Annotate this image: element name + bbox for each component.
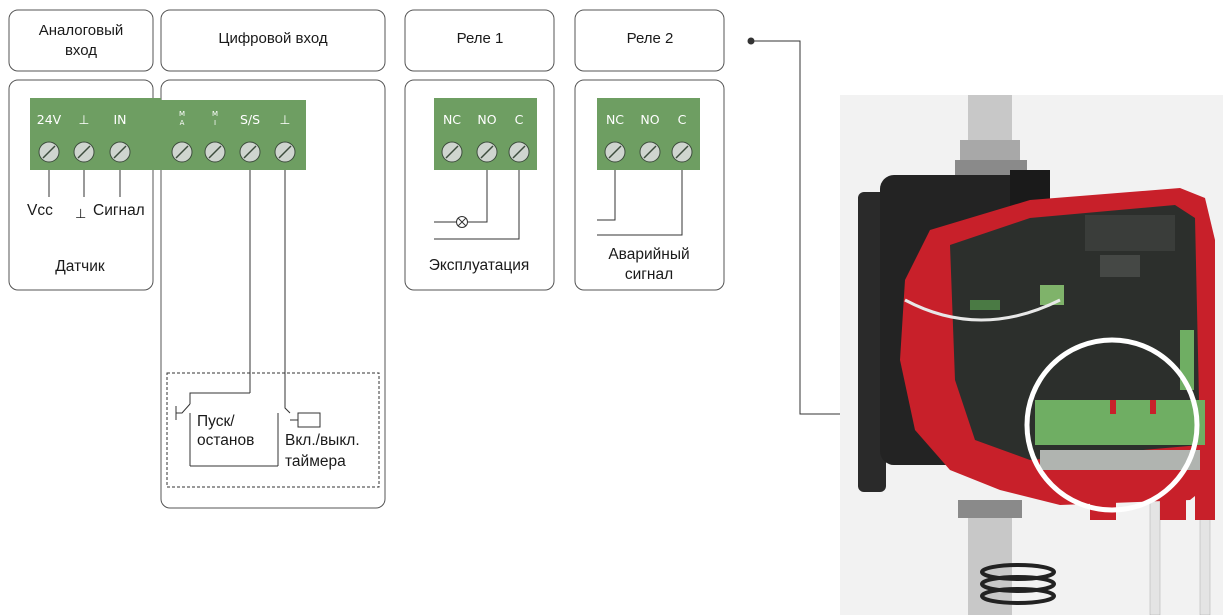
relay2-screw-no bbox=[639, 141, 661, 163]
relay2-wires bbox=[597, 170, 683, 236]
header-relay-1: Реле 1 bbox=[404, 9, 555, 72]
screw-ss bbox=[239, 141, 261, 163]
header-relay-2: Реле 2 bbox=[574, 9, 725, 72]
relay2-terminal-block: NC NO C bbox=[597, 98, 700, 170]
relay2-screw-nc bbox=[604, 141, 626, 163]
screw-mi bbox=[204, 141, 226, 163]
label-signal: Сигнал bbox=[93, 202, 145, 219]
label-alarm-line1: Аварийный bbox=[608, 246, 689, 263]
terminal-ss-label: S/S bbox=[240, 112, 260, 127]
terminal-ma-bottom-label: A bbox=[180, 119, 185, 127]
label-start-stop-line1: Пуск/ bbox=[197, 413, 235, 430]
header-relay-2-label: Реле 2 bbox=[627, 30, 674, 47]
screw-in bbox=[109, 141, 131, 163]
label-timer-line1: Вкл./выкл. bbox=[285, 432, 360, 449]
relay1-no-label: NO bbox=[477, 112, 496, 127]
header-digital-input: Цифровой вход bbox=[160, 9, 386, 72]
header-digital-input-label: Цифровой вход bbox=[218, 30, 328, 47]
relay1-screw-no bbox=[476, 141, 498, 163]
screw-ma bbox=[171, 141, 193, 163]
relay2-c-label: C bbox=[678, 112, 687, 127]
terminal-mi-top-label: M bbox=[212, 110, 218, 118]
analog-wires bbox=[48, 170, 121, 197]
label-gnd-symbol: ⊥ bbox=[75, 206, 86, 221]
relay1-terminal-block: NC NO C bbox=[434, 98, 537, 170]
label-sensor: Датчик bbox=[55, 258, 105, 275]
screw-gnd bbox=[73, 141, 95, 163]
header-analog-input-line2: вход bbox=[65, 42, 97, 59]
terminal-mi-bottom-label: I bbox=[214, 119, 216, 127]
relay1-c-label: C bbox=[515, 112, 524, 127]
relay1-screw-nc bbox=[441, 141, 463, 163]
relay2-screw-c bbox=[671, 141, 693, 163]
terminal-24v-label: 24V bbox=[37, 112, 62, 127]
label-alarm-line2: сигнал bbox=[625, 266, 673, 283]
digital-wires bbox=[166, 170, 380, 488]
terminal-ma-top-label: M bbox=[179, 110, 185, 118]
header-analog-input: Аналоговый вход bbox=[8, 9, 154, 72]
relay1-screw-c bbox=[508, 141, 530, 163]
label-timer-line2: таймера bbox=[285, 453, 346, 470]
digital-body-box bbox=[160, 79, 386, 509]
terminal-digital-gnd-label: ⊥ bbox=[280, 112, 291, 127]
header-analog-input-line1: Аналоговый bbox=[39, 22, 124, 39]
pump-illustration bbox=[840, 95, 1223, 615]
label-vcc: Vcc bbox=[27, 202, 53, 219]
terminal-block-main: 24V ⊥ IN M A M I S/S ⊥ bbox=[30, 98, 306, 170]
label-operation: Эксплуатация bbox=[429, 257, 530, 274]
screw-24v bbox=[38, 141, 60, 163]
terminal-in-label: IN bbox=[113, 112, 126, 127]
screw-digital-gnd bbox=[274, 141, 296, 163]
spring-cable bbox=[980, 563, 1056, 605]
terminal-gnd-label: ⊥ bbox=[79, 112, 90, 127]
relay1-nc-label: NC bbox=[443, 112, 461, 127]
header-relay-1-label: Реле 1 bbox=[457, 30, 504, 47]
relay2-nc-label: NC bbox=[606, 112, 624, 127]
relay1-wires bbox=[434, 170, 520, 240]
label-start-stop-line2: останов bbox=[197, 432, 254, 449]
relay2-no-label: NO bbox=[640, 112, 659, 127]
